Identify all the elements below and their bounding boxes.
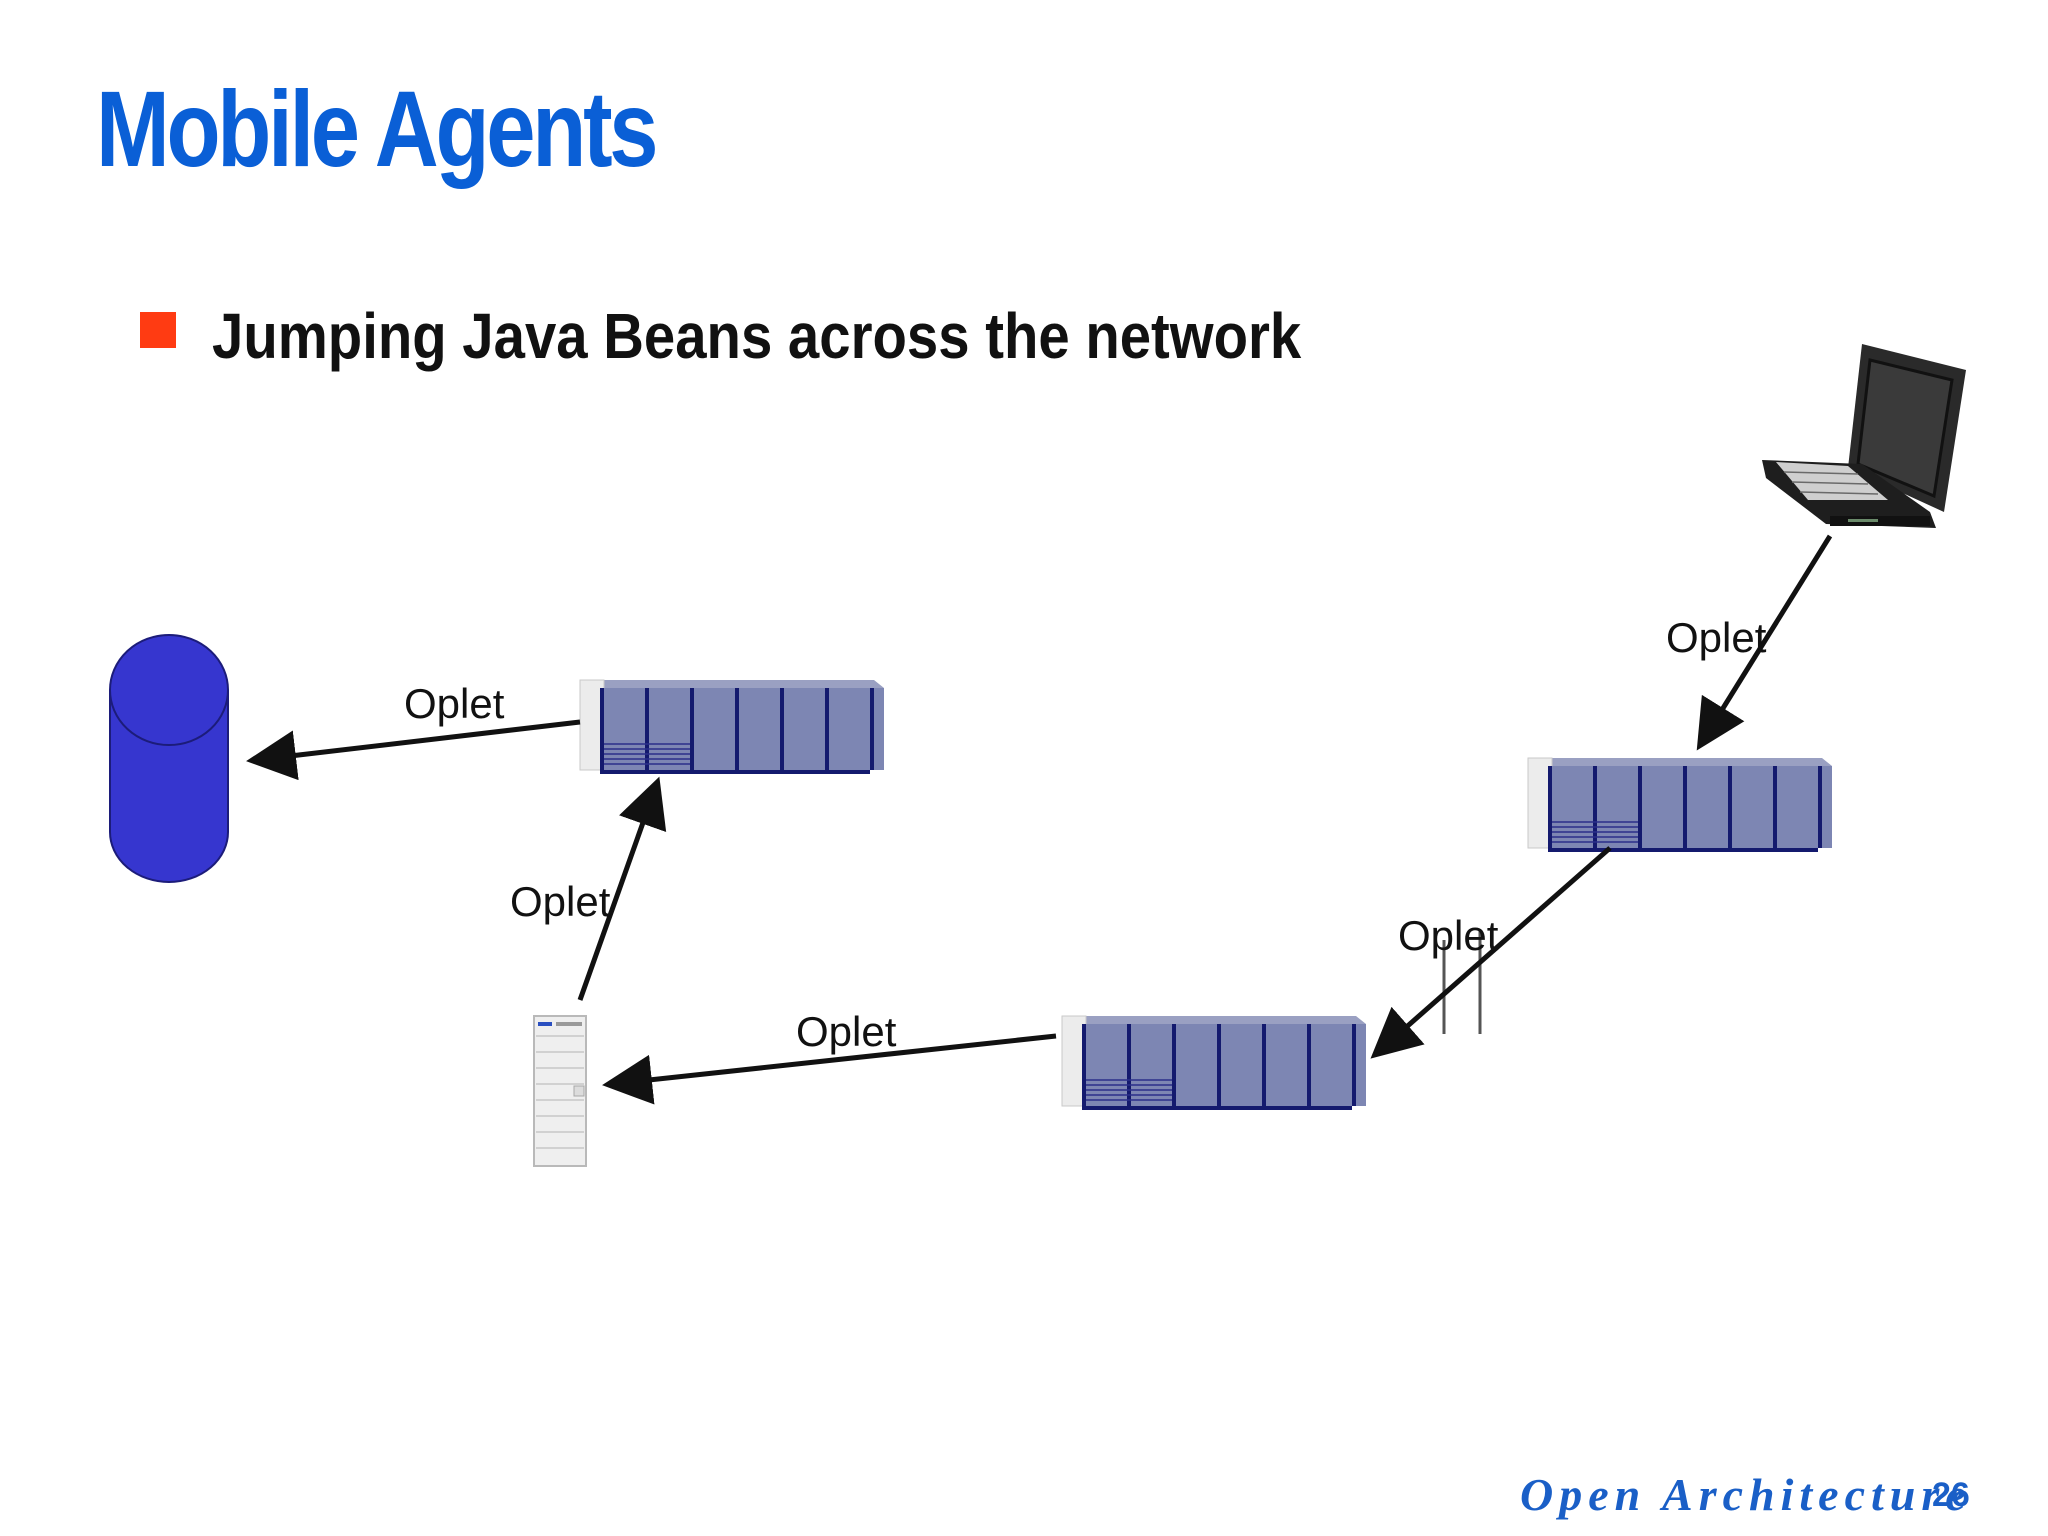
server-cabinet-left-icon <box>579 679 885 775</box>
bullet-item: Jumping Java Beans across the network <box>140 296 1450 376</box>
bullet-square-icon <box>140 312 176 348</box>
edge-label-tower-cabinet-left: Oplet <box>510 878 611 925</box>
server-cabinet-middle-icon <box>1061 1015 1367 1111</box>
laptop-icon <box>1762 344 1966 528</box>
antenna-lines <box>1442 930 1482 1034</box>
edge-arrows <box>246 534 1833 1105</box>
database-cylinder-icon <box>109 634 229 883</box>
edge-label-cabinet-right-cabinet-middle: Oplet <box>1398 912 1499 959</box>
arrow-cabinet-left-to-database <box>246 719 581 781</box>
arrow-cabinet-middle-to-tower <box>602 1033 1057 1105</box>
edge-label-cabinet-middle-tower: Oplet <box>796 1008 897 1055</box>
slide-title: Mobile Agents <box>96 68 659 189</box>
arrow-laptop-to-cabinet-right <box>1696 534 1833 751</box>
arrow-cabinet-right-to-cabinet-middle <box>1370 846 1612 1059</box>
bullet-text: Jumping Java Beans across the network <box>212 300 1302 372</box>
edge-label-cabinet-left-database: Oplet <box>404 680 505 727</box>
arrow-tower-to-cabinet-left <box>577 776 667 1001</box>
page-number: 26 <box>1932 1476 1970 1514</box>
server-tower-icon <box>533 1015 587 1167</box>
server-cabinet-right-icon <box>1527 757 1833 853</box>
edge-label-laptop-cabinet-right: Oplet <box>1666 614 1767 661</box>
footer-brand-logo: Open Architecture <box>1520 1469 1972 1520</box>
